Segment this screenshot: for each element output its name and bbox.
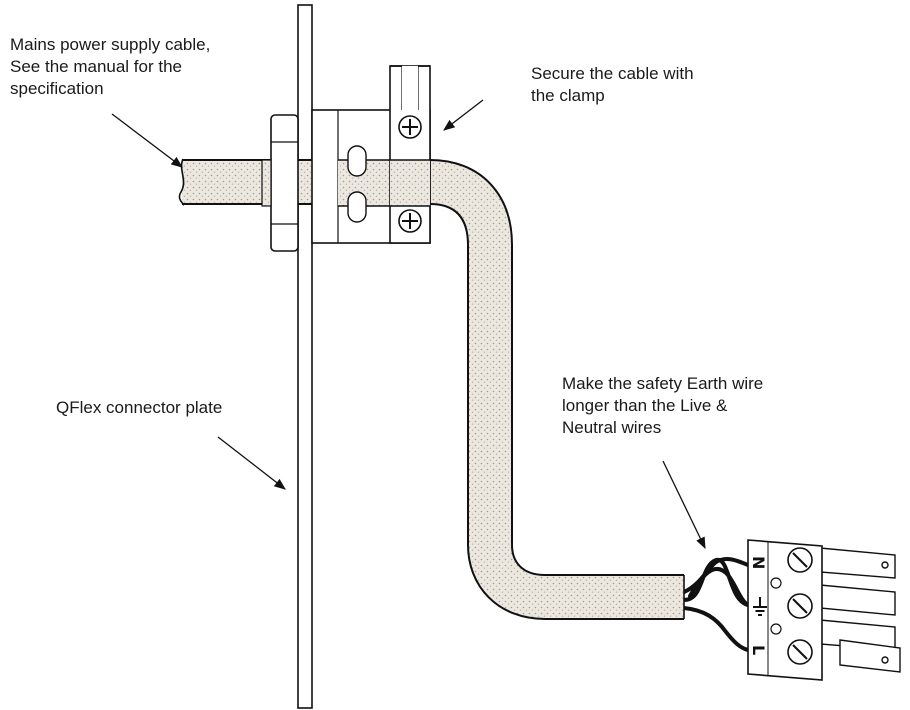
label-clamp-line1: Secure the cable with: [531, 64, 694, 83]
label-clamp: Secure the cable with the clamp: [531, 63, 694, 107]
power-cable: [178, 158, 685, 620]
clamp-screw-bottom-icon: [398, 209, 422, 233]
earth-wire-loop: [688, 567, 750, 607]
label-earth-wire-line2: longer than the Live &: [562, 396, 728, 415]
label-earth-wire: Make the safety Earth wire longer than t…: [562, 373, 763, 439]
terminal-screw-live-icon: [787, 639, 813, 665]
label-clamp-line2: the clamp: [531, 86, 605, 105]
clamp-screw-top-icon: [398, 115, 422, 139]
cable-gland-nut: [261, 114, 299, 252]
label-connector-plate-line1: QFlex connector plate: [56, 398, 223, 417]
arrow-to-earth-wire: [662, 460, 706, 550]
terminal-screw-earth-icon: [787, 593, 813, 619]
label-mains-cable: Mains power supply cable, See the manual…: [10, 34, 210, 100]
arrow-to-cable: [111, 113, 183, 168]
label-earth-wire-line3: Neutral wires: [562, 418, 662, 437]
live-wire: [682, 606, 750, 652]
wires: [682, 556, 750, 652]
terminal-label-live: L: [749, 645, 768, 655]
cable-clamp: [311, 65, 431, 244]
label-connector-plate: QFlex connector plate: [56, 397, 222, 419]
arrow-to-clamp: [443, 99, 484, 131]
arrow-to-plate: [217, 436, 286, 490]
terminal-label-neutral: N: [749, 556, 768, 569]
connector-plate: [297, 4, 313, 709]
label-mains-cable-line1: Mains power supply cable,: [10, 35, 211, 54]
earth-wire: [682, 557, 750, 607]
label-mains-cable-line2: See the manual for the: [10, 57, 183, 76]
earth-ground-icon: [753, 597, 767, 616]
callout-arrows: [111, 99, 706, 550]
terminal-block: N L: [747, 539, 901, 681]
terminal-screw-neutral-icon: [787, 547, 813, 573]
label-mains-cable-line3: specification: [10, 79, 104, 98]
label-earth-wire-line1: Make the safety Earth wire: [562, 374, 764, 393]
